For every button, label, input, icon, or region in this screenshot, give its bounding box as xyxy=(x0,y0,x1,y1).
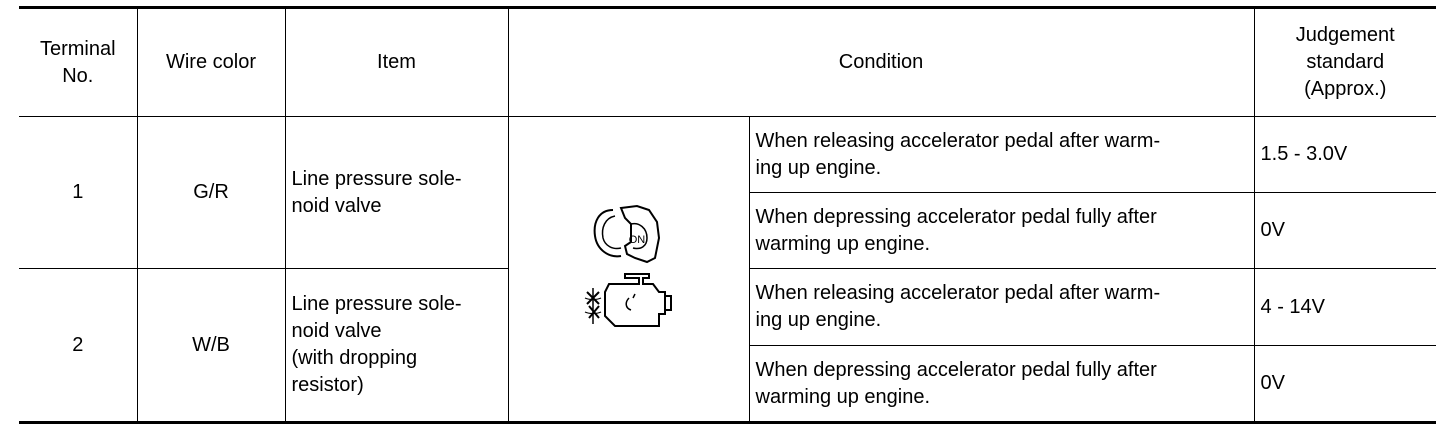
ignition-key-on-icon: ON xyxy=(593,204,660,264)
condition-icons-cell: ON xyxy=(507,116,750,423)
header-terminal-no: Terminal No. xyxy=(19,7,138,117)
judgement-cell: 1.5 - 3.0V xyxy=(1253,116,1437,193)
condition-cell: When depressing accelerator pedal fully … xyxy=(749,345,1255,423)
terminal-number-cell: 1 xyxy=(19,116,138,269)
judgement-cell: 0V xyxy=(1253,345,1437,423)
condition-line: warming up engine. xyxy=(755,385,931,408)
condition-line: When depressing accelerator pedal fully … xyxy=(755,358,1157,381)
item-cell: Line pressure sole- noid valve (with dro… xyxy=(284,268,509,423)
condition-cell: When depressing accelerator pedal fully … xyxy=(749,192,1255,269)
terminal-number-cell: 2 xyxy=(19,268,138,423)
item-line: Line pressure sole- xyxy=(291,293,462,315)
header-row: Terminal No. Wire color Item Condition J… xyxy=(19,7,1437,117)
table-row: 2 W/B Line pressure sole- noid valve (wi… xyxy=(19,268,1437,423)
header-judgement-line-3: (Approx.) xyxy=(1304,78,1387,100)
condition-line: When depressing accelerator pedal fully … xyxy=(755,205,1157,228)
header-judgement-line-2: standard xyxy=(1306,51,1385,73)
engine-running-icon xyxy=(584,273,672,327)
header-judgement-standard: Judgement standard (Approx.) xyxy=(1253,7,1437,117)
header-terminal-line-1: Terminal xyxy=(39,37,116,60)
header-condition: Condition xyxy=(507,7,1255,117)
terminal-spec-table: Terminal No. Wire color Item Condition J… xyxy=(19,6,1437,424)
header-item: Item xyxy=(284,7,509,117)
item-line: Line pressure sole- xyxy=(291,167,462,190)
table-row: When depressing accelerator pedal fully … xyxy=(19,345,1437,423)
header-judgement-line-1: Judgement xyxy=(1295,24,1395,46)
condition-line: warming up engine. xyxy=(755,232,931,255)
item-cell: Line pressure sole- noid valve xyxy=(284,116,509,269)
ignition-on-label: ON xyxy=(628,234,645,246)
item-line: noid valve xyxy=(291,320,382,342)
item-line: noid valve xyxy=(291,194,382,217)
condition-line: ing up engine. xyxy=(755,156,882,179)
condition-line: ing up engine. xyxy=(755,309,882,331)
condition-line: When releasing accelerator pedal after w… xyxy=(755,129,1161,152)
item-line: resistor) xyxy=(291,374,364,396)
judgement-cell: 0V xyxy=(1253,192,1437,269)
item-line: (with dropping xyxy=(291,347,418,369)
condition-cell: When releasing accelerator pedal after w… xyxy=(748,116,1255,193)
judgement-cell: 4 - 14V xyxy=(1253,268,1437,346)
condition-line: When releasing accelerator pedal after w… xyxy=(755,282,1161,304)
wire-color-cell: W/B xyxy=(136,268,286,423)
table-row: When depressing accelerator pedal fully … xyxy=(19,192,1437,269)
table-row: 1 G/R Line pressure sole- noid valve ON xyxy=(19,116,1437,423)
header-wire-color: Wire color xyxy=(136,7,286,117)
header-terminal-line-2: No. xyxy=(62,64,94,87)
wire-color-cell: G/R xyxy=(136,116,286,269)
condition-cell: When releasing accelerator pedal after w… xyxy=(748,268,1255,346)
